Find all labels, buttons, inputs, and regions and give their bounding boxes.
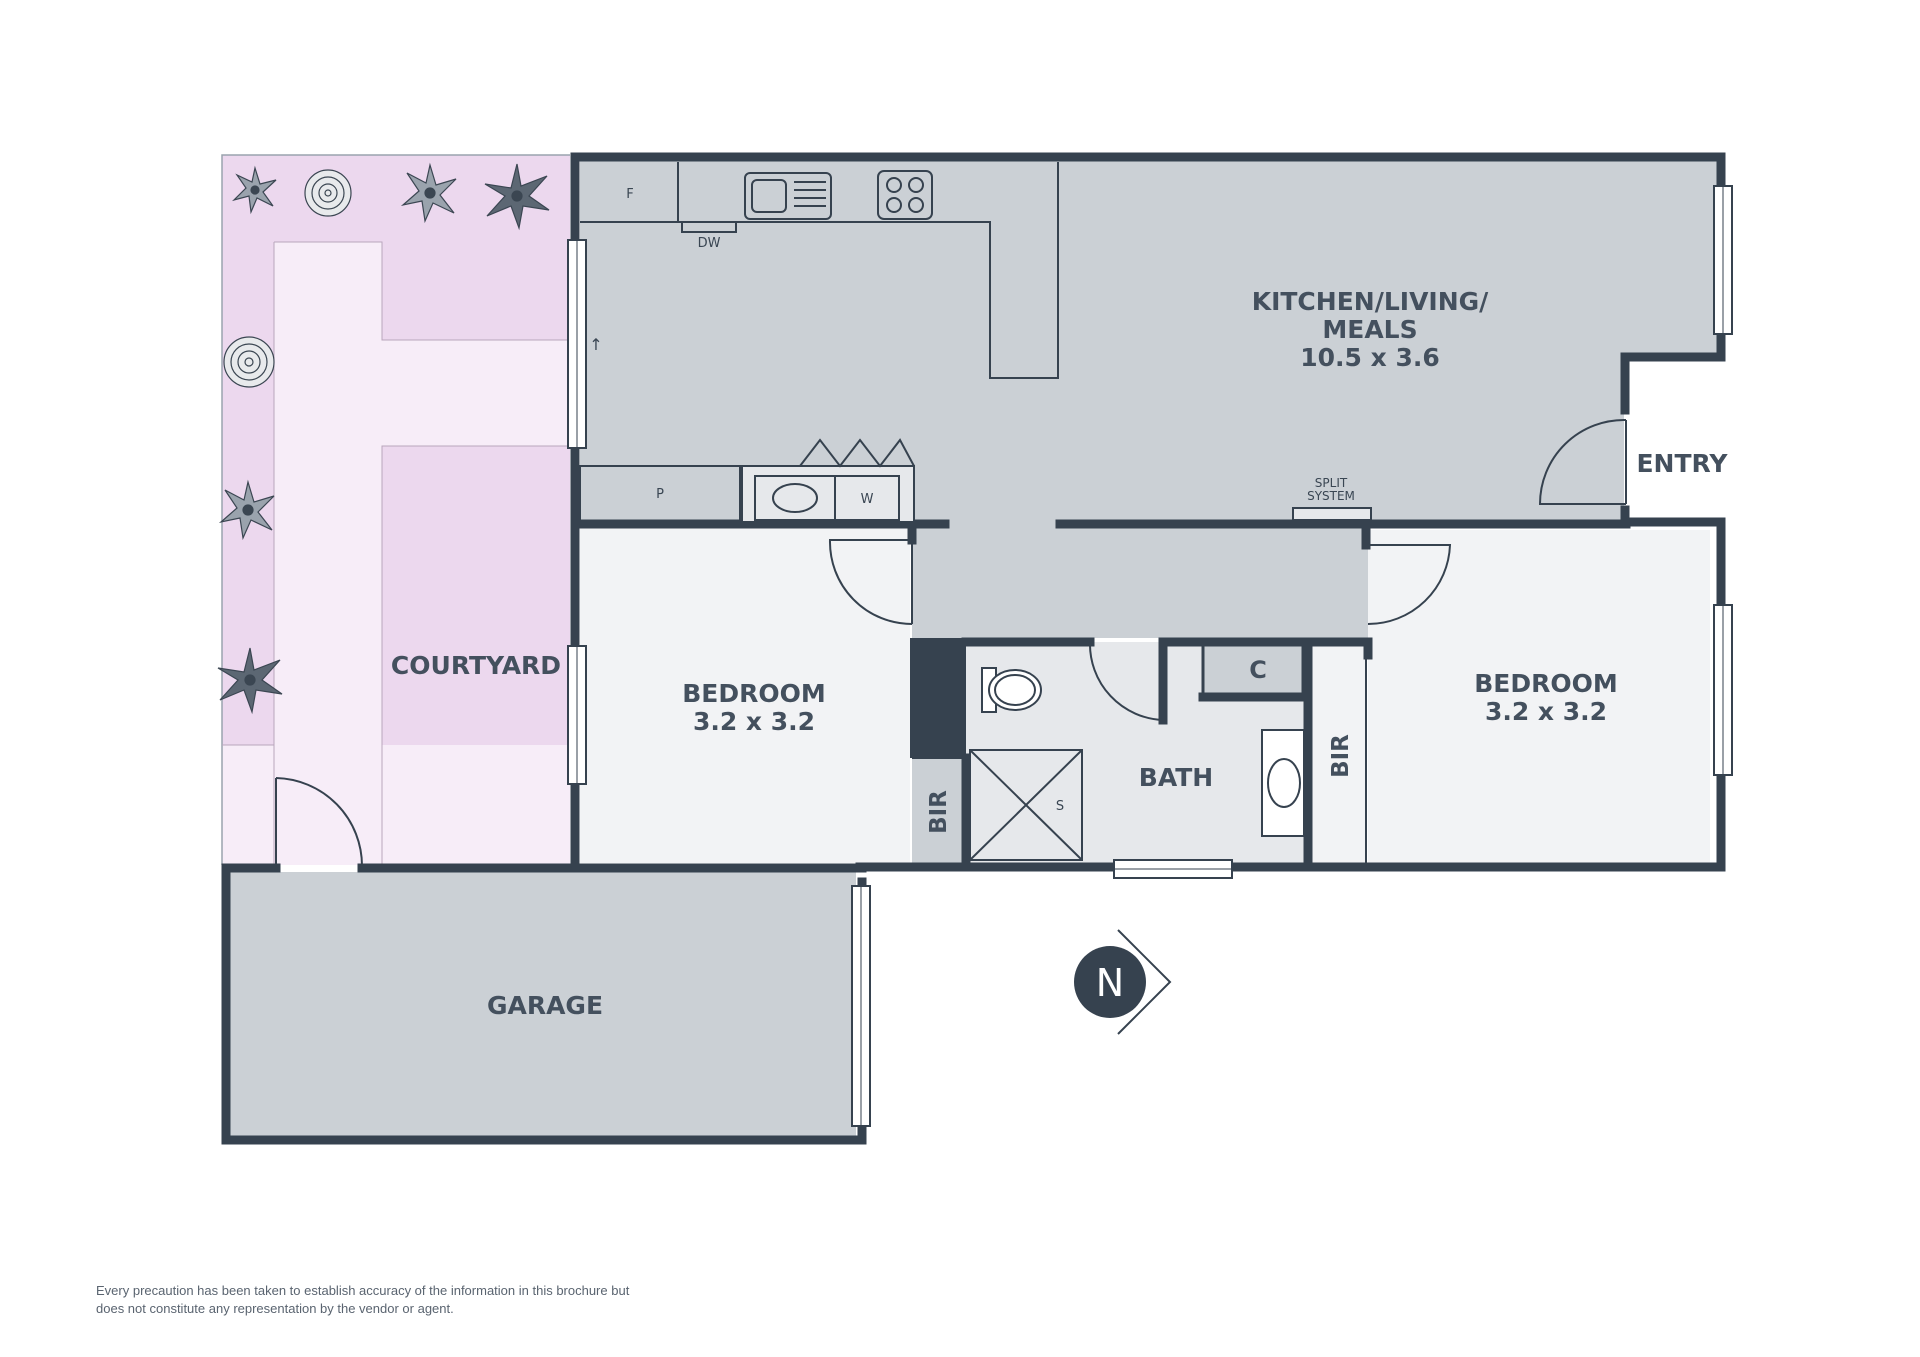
- cooktop-icon: [877, 170, 933, 220]
- garage-label: GARAGE: [487, 991, 603, 1020]
- washer-label: W: [861, 492, 874, 507]
- dark-closet: [910, 638, 966, 758]
- laundry: [741, 438, 915, 523]
- hallway-floor: [912, 522, 1368, 638]
- disclaimer-text: Every precaution has been taken to estab…: [96, 1283, 630, 1316]
- bedroom-right-dims: 3.2 x 3.2: [1485, 697, 1607, 726]
- kitchen-name-2: MEALS: [1322, 315, 1417, 344]
- bir-right-floor: [1310, 644, 1366, 863]
- thin-walls: [912, 644, 1367, 863]
- fridge-label: F: [626, 187, 633, 202]
- plants: [217, 162, 550, 715]
- entry-floor: [1628, 358, 1718, 516]
- basin-icon: [1267, 758, 1301, 808]
- doors: [828, 418, 1627, 721]
- bir-left-floor: [912, 758, 962, 863]
- bedroom-left-name: BEDROOM: [682, 679, 826, 708]
- split-system-label-2: SYSTEM: [1307, 489, 1355, 503]
- plant-icon: [484, 163, 550, 231]
- kitchen-dims: 10.5 x 3.6: [1300, 343, 1440, 372]
- dishwasher-label: DW: [698, 236, 721, 251]
- wall-bir-right: [1305, 637, 1373, 660]
- toilet-icon: [988, 669, 1042, 711]
- courtyard-label: COURTYARD: [391, 651, 561, 680]
- plant-icon: [231, 165, 277, 215]
- succulent-icon: [223, 336, 275, 388]
- window-sash-lines: [576, 186, 1724, 1126]
- kitchen-bench: [580, 162, 1059, 379]
- bedroom-right-door: [1367, 544, 1452, 625]
- wall-entry-notch: [1620, 352, 1726, 415]
- garden-outline: [221, 154, 570, 865]
- split-system-unit: [1292, 507, 1372, 521]
- garage-floor: [226, 872, 856, 1136]
- pantry-label: P: [656, 487, 664, 502]
- sink-icon: [744, 172, 832, 220]
- plant-icon: [217, 647, 283, 715]
- entry-door: [1538, 418, 1627, 505]
- compass-letter: N: [1096, 961, 1124, 1005]
- kitchen-name-1: KITCHEN/LIVING/: [1252, 287, 1489, 316]
- garden-bed-edge: [222, 241, 570, 865]
- bedroom-right-name: BEDROOM: [1474, 669, 1618, 698]
- cupboard-floor: [1201, 640, 1305, 696]
- courtyard-path: [274, 242, 570, 865]
- bedroom-left-door: [828, 539, 913, 625]
- courtyard-gate: [275, 777, 363, 867]
- bir-right-label: BIR: [1328, 734, 1354, 778]
- dishwasher-outline: [681, 221, 737, 233]
- pantry-outline: [579, 465, 741, 523]
- compass-circle: [1074, 946, 1146, 1018]
- bath-fixtures: [969, 667, 1305, 861]
- courtyard-area: [221, 154, 570, 865]
- succulent-icon: [304, 169, 352, 217]
- plant-icon: [400, 162, 457, 224]
- sliding-arrow-icon: ↑: [589, 335, 602, 354]
- shower-label: S: [1056, 799, 1064, 814]
- compass-arrow-icon: [1117, 929, 1172, 1035]
- kitchen-living-floor: [580, 160, 1718, 522]
- bedroom-right-floor: [1368, 530, 1710, 863]
- cupboard-label: C: [1249, 656, 1267, 684]
- bath-door: [1088, 641, 1164, 721]
- bir-left-label: BIR: [926, 790, 952, 834]
- plant-icon: [218, 479, 275, 541]
- bedroom-left-floor: [580, 526, 910, 863]
- bedroom-left-dims: 3.2 x 3.2: [693, 707, 815, 736]
- north-compass: N: [1074, 929, 1172, 1035]
- bath-label: BATH: [1139, 763, 1213, 792]
- entry-label: ENTRY: [1636, 449, 1728, 478]
- split-system-label-1: SPLIT: [1315, 476, 1348, 490]
